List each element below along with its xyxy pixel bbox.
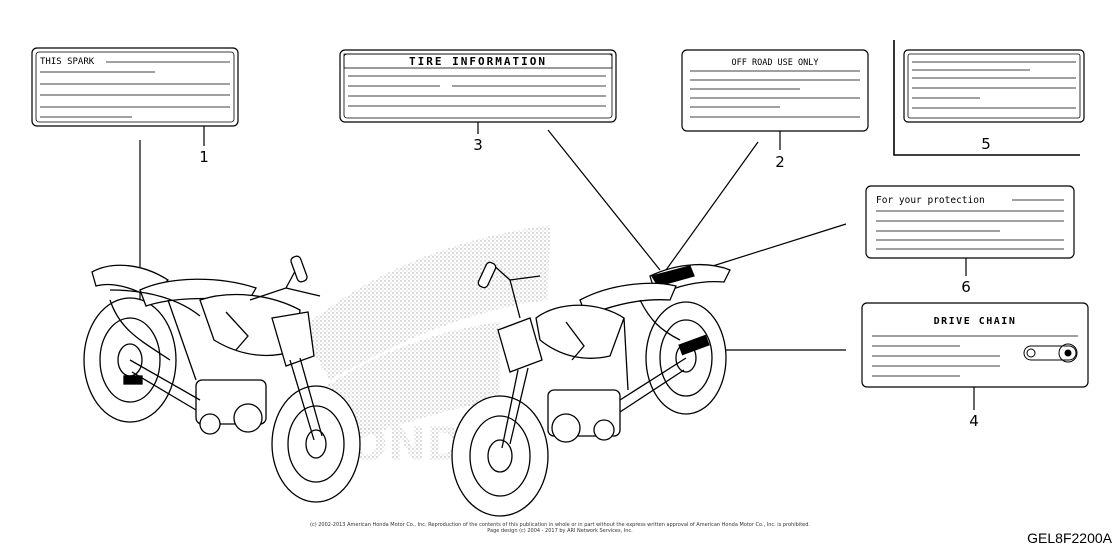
copyright-line-2: Page design (c) 2004 - 2017 by ARI Netwo… — [487, 528, 633, 534]
label-tire-information: TIRE INFORMATION — [339, 49, 617, 123]
copyright-notice: (c) 2002-2013 American Honda Motor Co., … — [220, 522, 900, 534]
callout-5: 5 — [981, 135, 991, 153]
chain-sprocket-icon — [1023, 343, 1078, 363]
callout-4: 4 — [969, 412, 979, 430]
label-tire-information-title: TIRE INFORMATION — [409, 55, 547, 68]
motorcycle-left-illustration — [83, 255, 361, 503]
label-protection-title: For your protection — [876, 195, 985, 206]
label-blank-5 — [893, 40, 1085, 156]
label-off-road-title: OFF ROAD USE ONLY — [732, 58, 819, 68]
callout-6: 6 — [961, 278, 971, 296]
callouts — [139, 122, 975, 410]
callout-1: 1 — [199, 148, 209, 166]
copyright-line-1: (c) 2002-2013 American Honda Motor Co., … — [310, 522, 810, 528]
label-drive-chain-title: DRIVE CHAIN — [934, 316, 1017, 327]
callout-2: 2 — [775, 153, 785, 171]
motorcycle-right-illustration — [451, 261, 731, 517]
label-drive-chain: DRIVE CHAIN — [861, 302, 1089, 388]
label-for-your-protection: For your protection — [865, 185, 1075, 259]
label-off-road-use-only: OFF ROAD USE ONLY — [681, 49, 869, 132]
label-this-spark: THIS SPARK — [31, 47, 239, 127]
callout-3: 3 — [473, 136, 483, 154]
label-this-spark-title: THIS SPARK — [40, 57, 95, 67]
diagram-code: GEL8F2200A — [1027, 530, 1112, 546]
